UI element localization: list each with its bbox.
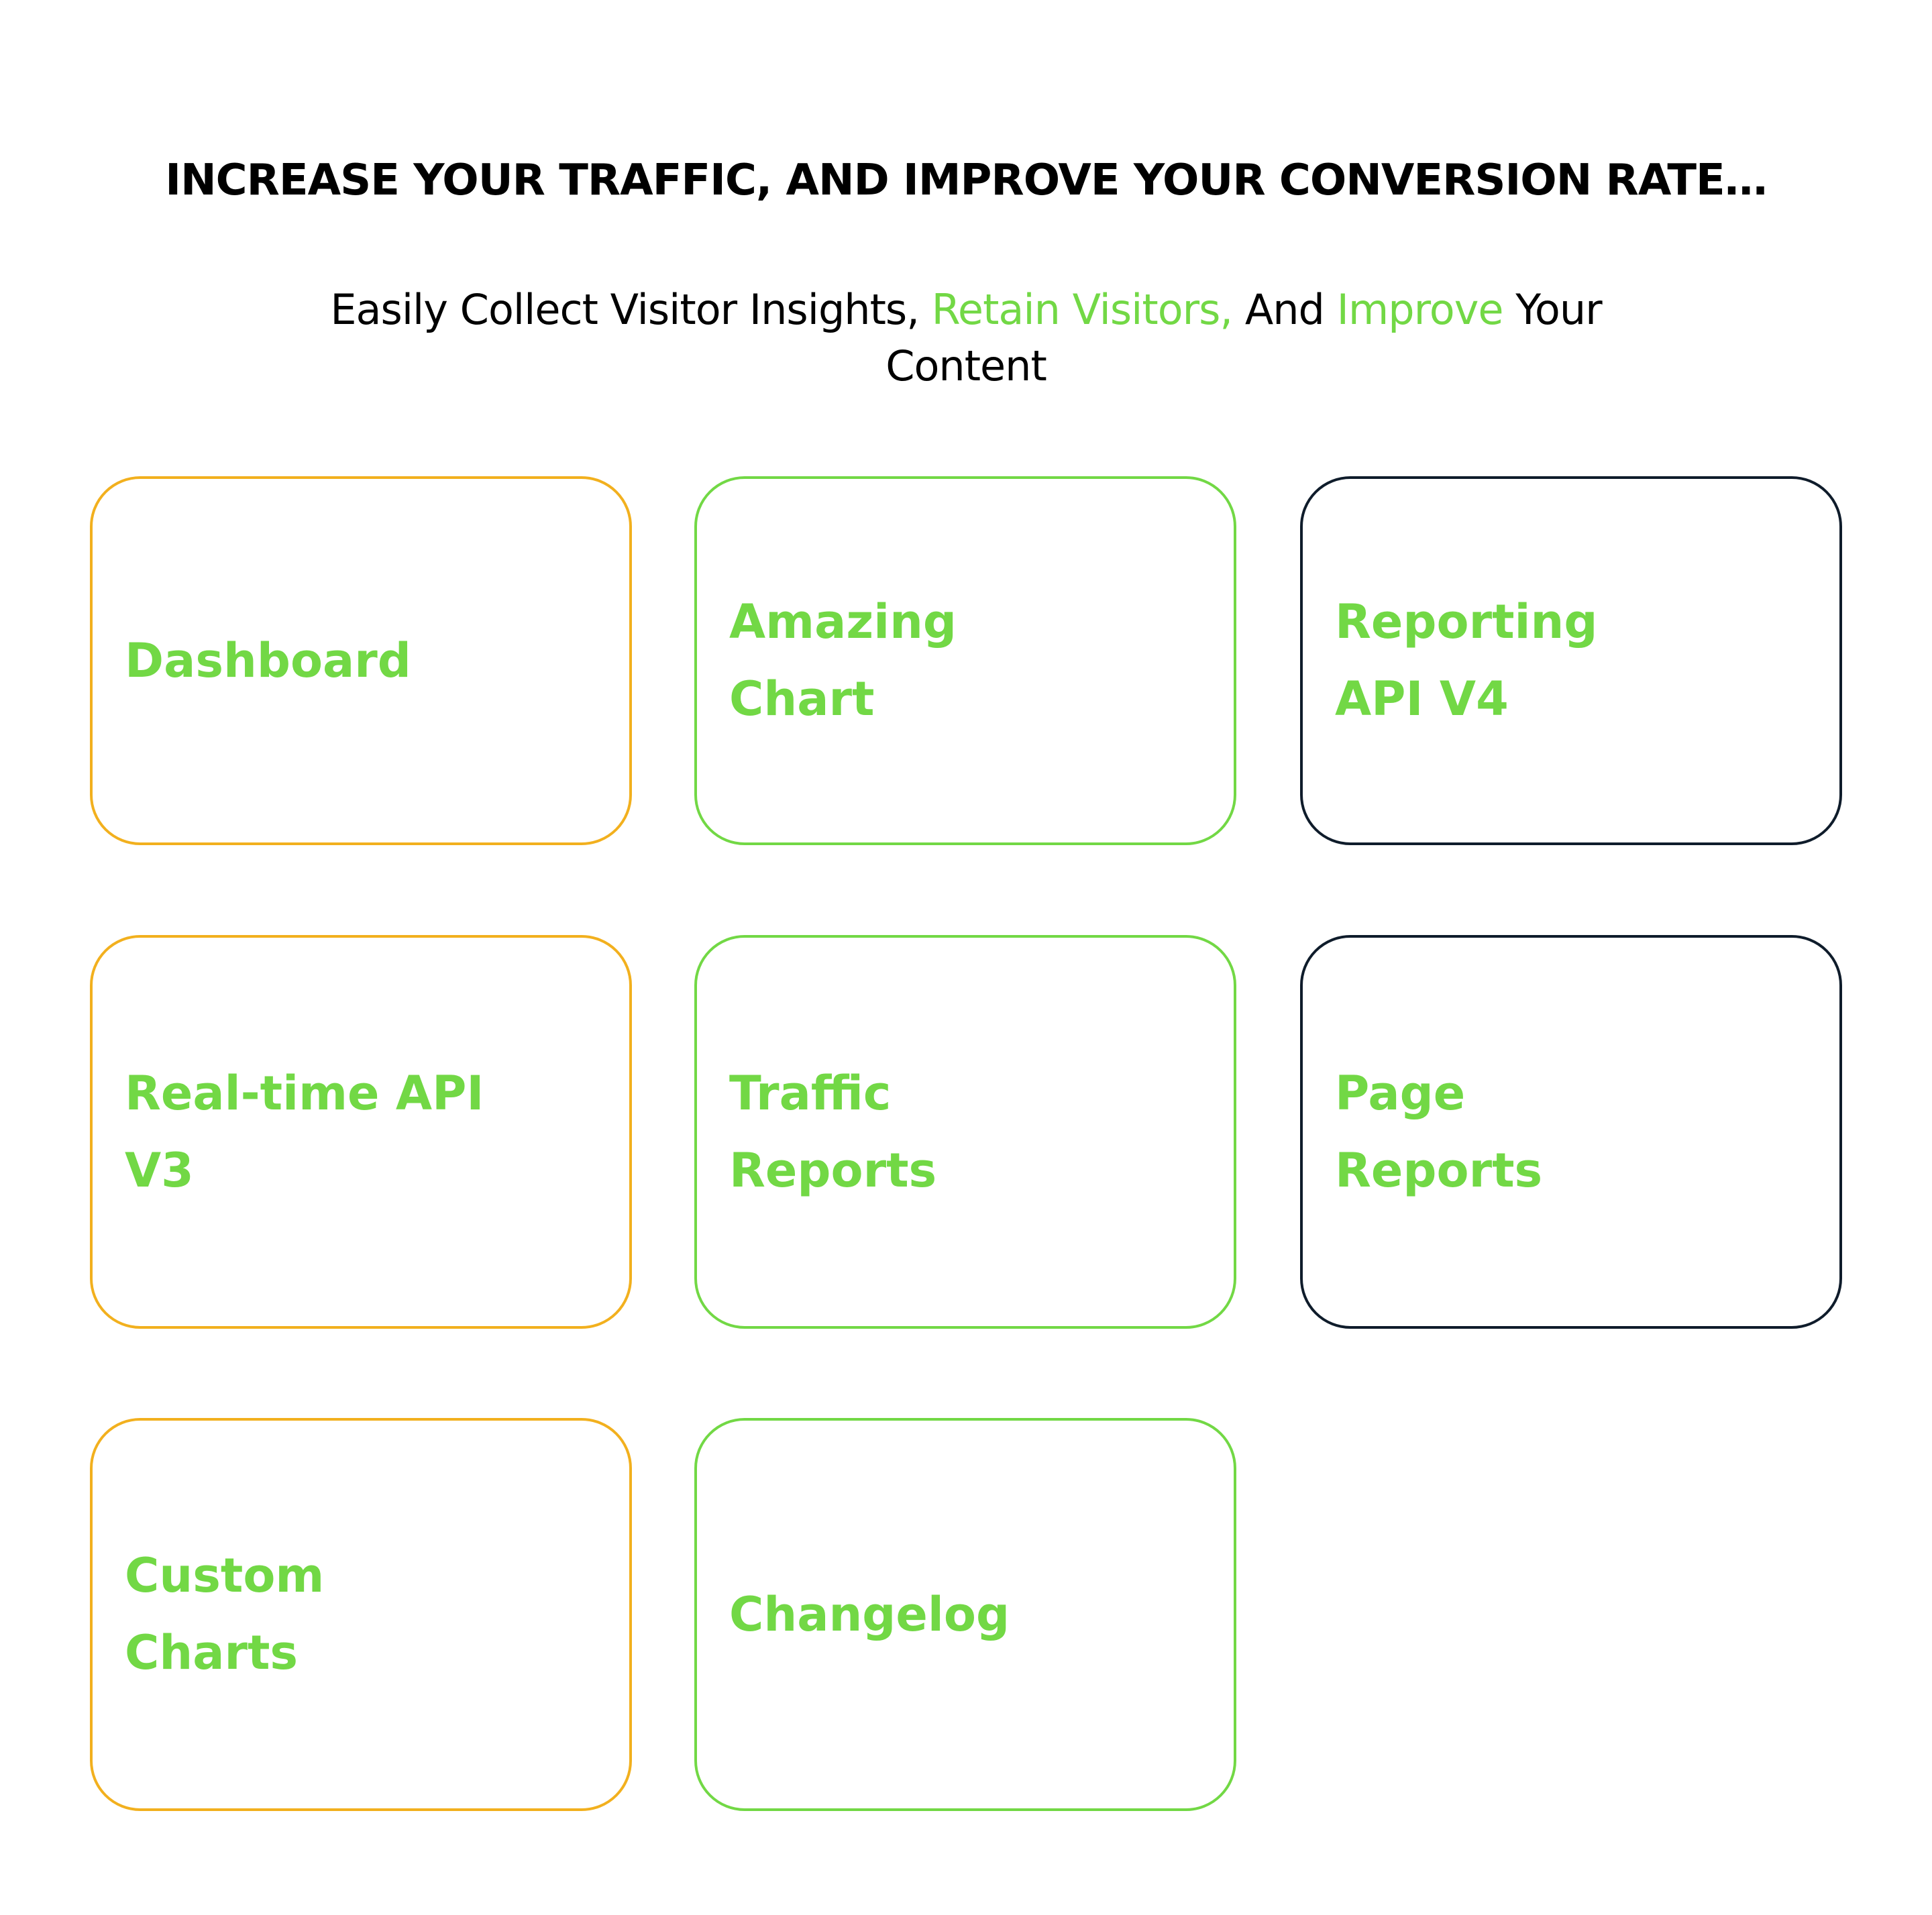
subtitle-text: And — [1232, 285, 1337, 334]
page-subtitle: Easily Collect Visitor Insights, Retain … — [295, 282, 1637, 394]
card-amazing-chart[interactable]: Amazing Chart — [694, 476, 1236, 845]
page-heading: INCREASE YOUR TRAFFIC, AND IMPROVE YOUR … — [165, 156, 1768, 205]
subtitle-highlight: Improve — [1336, 285, 1504, 334]
card-label: Custom Charts — [125, 1548, 325, 1680]
card-traffic-reports[interactable]: Traffic Reports — [694, 935, 1236, 1329]
subtitle-text: Easily Collect Visitor Insights, — [330, 285, 932, 334]
card-label: Real-time API V3 — [125, 1065, 484, 1198]
card-custom-charts[interactable]: Custom Charts — [90, 1418, 632, 1811]
card-label: Changelog — [729, 1586, 1010, 1642]
card-label: Reporting API V4 — [1335, 594, 1598, 726]
card-realtime-api-v3[interactable]: Real-time API V3 — [90, 935, 632, 1329]
card-page-reports[interactable]: Page Reports — [1300, 935, 1842, 1329]
card-reporting-api-v4[interactable]: Reporting API V4 — [1300, 476, 1842, 845]
card-changelog[interactable]: Changelog — [694, 1418, 1236, 1811]
card-label: Traffic Reports — [729, 1065, 937, 1198]
card-label: Amazing Chart — [729, 594, 957, 726]
card-label: Dashboard — [125, 633, 411, 688]
subtitle-text: Your Content — [885, 285, 1602, 390]
card-dashboard[interactable]: Dashboard — [90, 476, 632, 845]
subtitle-highlight: Retain Visitors, — [931, 285, 1234, 334]
card-label: Page Reports — [1335, 1065, 1543, 1198]
